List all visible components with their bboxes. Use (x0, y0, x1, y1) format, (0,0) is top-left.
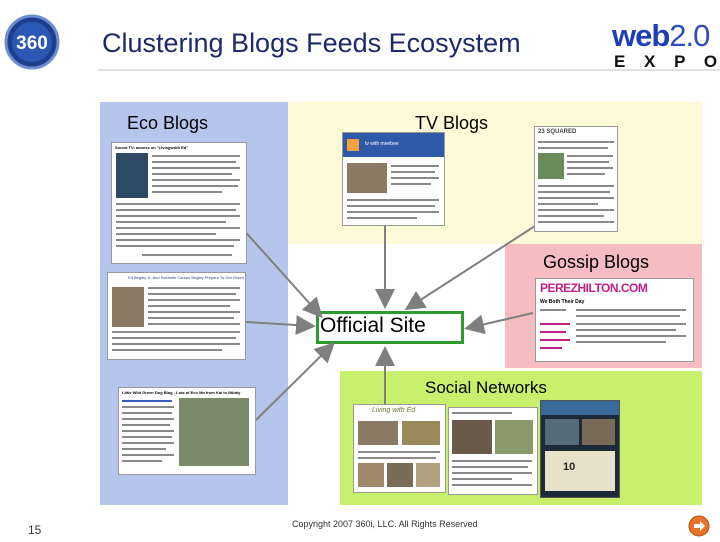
web20-expo-logo: web2.0 E X P O (608, 18, 717, 71)
social-network-thumbnail-1[interactable]: Living with Ed (353, 404, 446, 493)
eco-blogs-label: Eco Blogs (127, 113, 209, 133)
tv-blog-2-photo (538, 153, 564, 179)
gossip-blogs-label: Gossip Blogs (543, 252, 650, 272)
tv-blog-1-header (343, 133, 444, 157)
social-network-thumbnail-3[interactable]: 10 (540, 400, 620, 498)
social-network-3-counter: 10 (563, 461, 576, 473)
social-network-1-photo-c (358, 463, 384, 487)
slide-title: Clustering Blogs Feeds Ecosystem (102, 28, 521, 58)
gossip-blog-thumbnail[interactable]: PEREZHILTON.COM We Both Their Day (535, 278, 694, 362)
expo-logo-text: E X P O (614, 52, 720, 71)
tv-blog-2-brand: 23 SQUARED (538, 129, 577, 135)
social-network-3-panel (545, 451, 615, 491)
copyright-text: Copyright 2007 360i, LLC. All Rights Res… (292, 519, 478, 529)
tv-blog-thumbnail-1[interactable]: tv with meebee (342, 132, 445, 226)
web20-logo-text: web2.0 (612, 18, 710, 54)
web20-version: 2.0 (669, 18, 710, 53)
tv-blogs-label: TV Blogs (415, 113, 489, 133)
logo-360-text: 360 (16, 33, 48, 54)
social-network-1-photo-b (402, 421, 440, 445)
social-network-3-banner (541, 401, 619, 415)
eco-blog-2-photo (112, 287, 144, 327)
gossip-blog-brand: PEREZHILTON.COM (540, 281, 648, 295)
official-site-box (316, 311, 464, 344)
eco-blog-1-photo (116, 153, 148, 198)
eco-blog-1-heading: Sound TV: aooess on "Livingwrith Ed" (115, 145, 189, 150)
social-network-1-photo-e (416, 463, 440, 487)
header-rule (98, 69, 720, 71)
tv-blog-1-brand: tv with meebee (365, 141, 399, 147)
social-network-1-photo-a (358, 421, 398, 445)
eco-blog-3-heading: Little Wild Green Dog Blog - Lots of Eco… (122, 390, 241, 395)
social-network-1-brand: Living with Ed (372, 407, 416, 414)
connector-eco2 (245, 315, 316, 336)
gossip-blog-subhead: We Both Their Day (540, 299, 585, 305)
social-networks-label: Social Networks (425, 378, 547, 397)
tv-blog-1-photo (347, 163, 387, 193)
official-site-label: Official Site (320, 314, 426, 337)
page-number: 15 (28, 523, 42, 537)
web20-main: web (612, 18, 670, 53)
tv-blog-thumbnail-2[interactable]: 23 SQUARED (534, 126, 618, 232)
eco-blog-3-photo (179, 398, 249, 466)
eco-blog-thumbnail-3[interactable]: Little Wild Green Dog Blog - Lots of Eco… (118, 387, 256, 475)
social-network-1-photo-d (387, 463, 413, 487)
social-network-3-photo-b (582, 419, 615, 445)
arrow-right-circle-icon[interactable] (688, 515, 710, 537)
connector-eco3 (255, 342, 335, 421)
social-network-3-photo-a (545, 419, 579, 445)
tv-blog-1-logo (347, 139, 359, 151)
eco-blog-thumbnail-1[interactable]: Sound TV: aooess on "Livingwrith Ed" (111, 142, 247, 264)
social-network-2-photo-b (495, 420, 533, 454)
eco-blog-thumbnail-2[interactable]: Ed Begley Jr. And Rachelle Carson Begley… (107, 272, 246, 360)
social-network-2-photo-a (452, 420, 492, 454)
social-network-thumbnail-2[interactable] (448, 407, 538, 495)
connector-gossip (464, 312, 534, 335)
connector-tv2 (404, 214, 553, 311)
logo-360: 360 (4, 14, 60, 70)
eco-blog-2-heading: Ed Begley Jr. And Rachelle Carson Begley… (128, 275, 244, 280)
